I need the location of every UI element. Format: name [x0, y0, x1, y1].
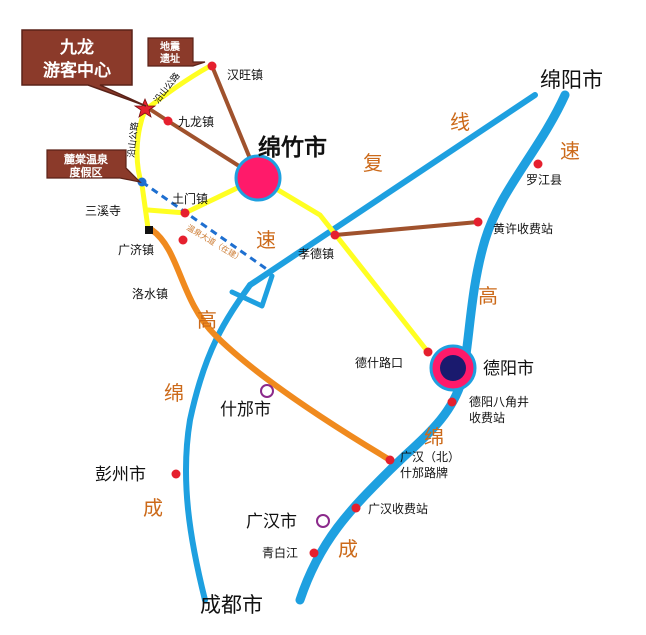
town-deshi-label: 德什路口	[355, 355, 403, 370]
town-guanghan-toll-marker	[351, 503, 361, 513]
town-qingbaijiang-label: 青白江	[262, 545, 298, 560]
town-guanghan-north-marker	[385, 455, 395, 465]
road-guangji-guanghan	[149, 227, 393, 463]
town-bajiaojing-label-1: 德阳八角井	[469, 394, 529, 409]
route-char-xian: 线	[450, 110, 470, 134]
town-deshi-marker	[423, 347, 433, 357]
route-char-fu: 复	[363, 151, 383, 175]
town-xiaode-label: 孝德镇	[298, 246, 334, 261]
city-mianzhu-label: 绵竹市	[258, 134, 327, 161]
city-deyang-label: 德阳市	[483, 359, 534, 379]
city-pengzhou-marker	[171, 469, 181, 479]
callout-earthquake-line2: 遗址	[159, 52, 180, 65]
city-mianyang-label: 绵阳市	[540, 68, 603, 92]
city-guanghan-label: 广汉市	[246, 512, 297, 532]
town-luojiang-marker	[533, 159, 543, 169]
route-char-cheng-left: 成	[143, 496, 163, 520]
callout-hotspring-line1: 麓棠温泉	[64, 152, 109, 166]
town-jiulong-marker	[163, 116, 173, 126]
town-xiaode-marker	[330, 230, 340, 240]
route-char-gao-left: 高	[197, 308, 217, 332]
callout-hot-spring: 麓棠温泉 度假区	[46, 149, 142, 183]
label-yanshan-left: 沿山公路	[125, 121, 141, 158]
town-sanxisi-marker	[137, 177, 147, 187]
town-guanghan-north-label-1: 广汉（北）	[400, 450, 460, 464]
city-guanghan-marker	[316, 514, 330, 528]
town-bajiaojing-marker	[447, 397, 457, 407]
expressway-fuxian	[247, 92, 538, 288]
city-chengdu-label: 成都市	[200, 593, 263, 617]
town-luojiang-label: 罗江县	[526, 173, 562, 187]
town-sanxisi-label: 三溪寺	[85, 204, 121, 218]
red-star-icon	[133, 97, 157, 118]
route-char-gao-right: 高	[478, 284, 498, 308]
town-huangxu-label: 黄许收费站	[493, 222, 553, 236]
town-huangxu-marker	[473, 217, 483, 227]
label-wenquan-dadao: 温泉大道（在建）	[185, 222, 245, 264]
road-mianzhu-deshi	[255, 175, 431, 355]
callout-jiulong-line2: 游客中心	[43, 60, 111, 81]
expressway-west-chengmian	[182, 282, 253, 603]
callout-hotspring-line2: 度假区	[70, 165, 103, 179]
town-hanwang-label: 汉旺镇	[227, 68, 263, 82]
town-jiulong-label: 九龙镇	[178, 115, 214, 129]
expressway-mianyang-chengdu	[295, 90, 570, 605]
city-mianzhu-marker	[234, 154, 282, 202]
town-luoshui-marker	[178, 235, 188, 245]
road-wenquan-dadao	[141, 180, 269, 272]
route-char-mian-left: 绵	[164, 381, 184, 405]
town-guangji-label: 广济镇	[118, 242, 154, 257]
town-bajiaojing-label-2: 收费站	[469, 411, 505, 425]
route-char-cheng-right: 成	[338, 537, 358, 561]
town-guanghan-north-label-2: 什邡路牌	[400, 465, 448, 480]
town-guanghan-toll-label: 广汉收费站	[368, 502, 428, 516]
callout-earthquake-site: 地震 遗址	[147, 37, 206, 67]
road-xiaode-huangxu	[333, 220, 480, 237]
expressway-end-bracket	[229, 273, 275, 309]
city-pengzhou-label: 彭州市	[95, 465, 146, 485]
city-deyang-inner	[440, 355, 466, 381]
town-tumen-label: 土门镇	[172, 191, 208, 206]
callout-earthquake-line1: 地震	[160, 40, 181, 53]
town-tumen-marker	[180, 208, 190, 218]
town-hanwang-marker	[207, 61, 217, 71]
city-shifang-marker	[260, 384, 274, 398]
city-shifang-label: 什邡市	[220, 400, 271, 420]
route-char-su-center: 速	[256, 228, 276, 252]
route-char-su-right: 速	[560, 139, 580, 163]
callout-jiulong-center: 九龙 游客中心	[21, 29, 147, 107]
town-luoshui-label: 洛水镇	[132, 286, 168, 301]
town-qingbaijiang-marker	[309, 548, 319, 558]
callout-jiulong-line1: 九龙	[59, 37, 94, 58]
black-square-icon	[145, 226, 153, 234]
route-char-mian-right: 绵	[424, 425, 444, 449]
